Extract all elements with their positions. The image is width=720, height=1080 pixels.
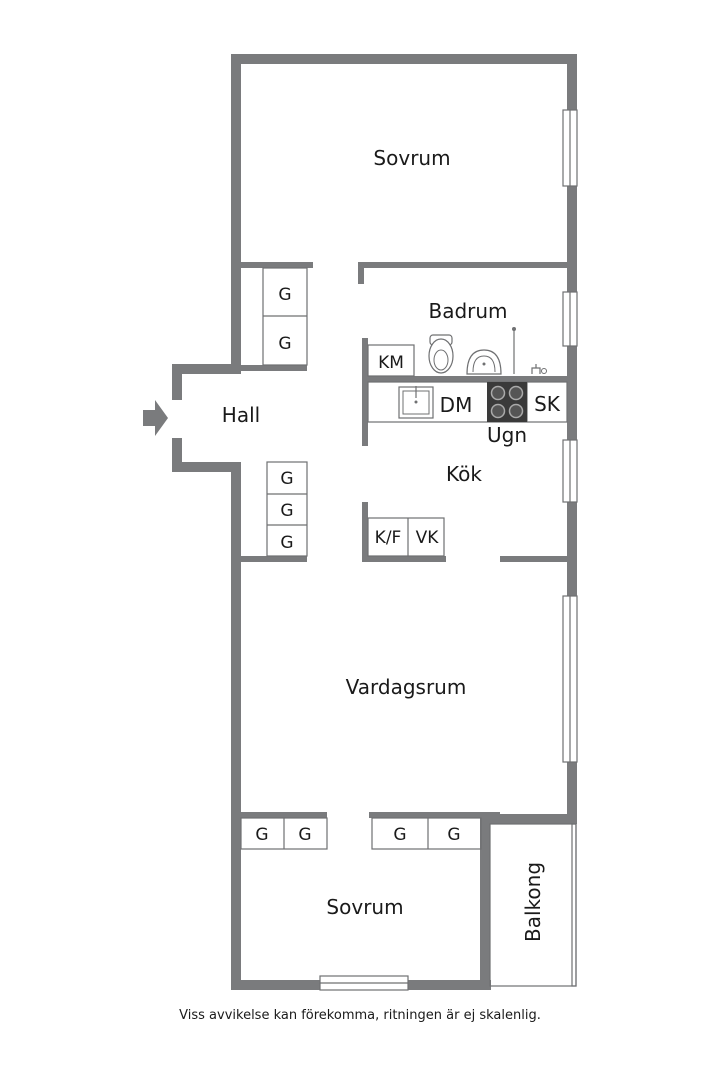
washbasin-icon bbox=[466, 349, 502, 375]
room-label-hall: Hall bbox=[222, 403, 260, 427]
wardrobe-lower bbox=[266, 461, 308, 557]
room-label-kok: Kök bbox=[446, 462, 482, 486]
label-g-1: G bbox=[278, 285, 291, 305]
disclaimer-text: Viss avvikelse kan förekomma, ritningen … bbox=[179, 1008, 541, 1023]
floor-plan: Sovrum Badrum Hall Kök Vardagsrum Sovrum… bbox=[143, 54, 578, 991]
toilet-icon bbox=[428, 334, 454, 374]
km-box bbox=[367, 344, 415, 377]
entrance-arrow-icon bbox=[143, 400, 168, 436]
interior-walls bbox=[241, 262, 567, 818]
label-g-9: G bbox=[447, 825, 460, 845]
room-label-vardagsrum: Vardagsrum bbox=[346, 675, 467, 699]
label-g-3: G bbox=[280, 469, 293, 489]
label-dm: DM bbox=[440, 393, 473, 417]
balcony bbox=[489, 823, 577, 987]
label-sk: SK bbox=[534, 392, 561, 416]
label-kf: K/F bbox=[375, 528, 402, 548]
windows bbox=[319, 109, 578, 991]
label-g-6: G bbox=[255, 825, 268, 845]
room-label-sovrum-bottom: Sovrum bbox=[326, 895, 403, 919]
label-g-8: G bbox=[393, 825, 406, 845]
label-km: KM bbox=[378, 353, 404, 373]
wardrobe-upper bbox=[262, 267, 308, 366]
label-ugn: Ugn bbox=[487, 423, 527, 447]
stove-icon bbox=[487, 382, 527, 422]
shower-icon bbox=[512, 327, 547, 374]
kf-vk-cabinet bbox=[367, 517, 445, 557]
room-label-badrum: Badrum bbox=[428, 299, 507, 323]
label-g-7: G bbox=[298, 825, 311, 845]
wardrobe-bedroom-left bbox=[240, 817, 328, 850]
label-vk: VK bbox=[416, 528, 440, 548]
label-g-5: G bbox=[280, 533, 293, 553]
room-label-sovrum-top: Sovrum bbox=[373, 146, 450, 170]
wardrobe-bedroom-right bbox=[371, 817, 482, 850]
label-g-4: G bbox=[280, 501, 293, 521]
room-label-balkong: Balkong bbox=[521, 862, 545, 942]
label-g-2: G bbox=[278, 334, 291, 354]
kitchen-sink-icon bbox=[398, 386, 434, 419]
